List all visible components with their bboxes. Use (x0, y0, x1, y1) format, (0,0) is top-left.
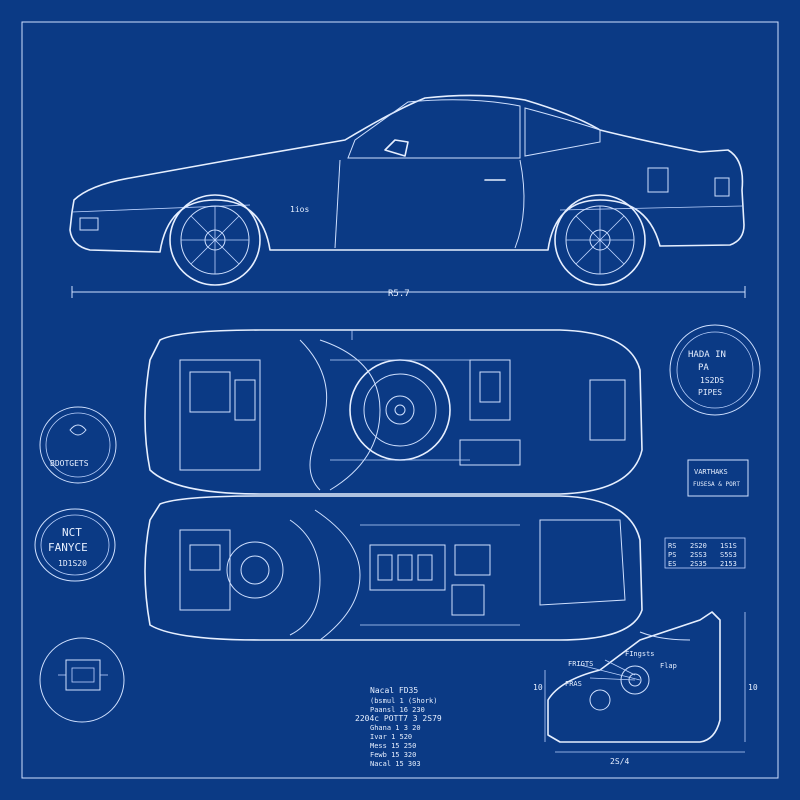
stamp-right-label (687, 459, 749, 497)
stamp-tr-line3: 1S2DS (700, 376, 724, 385)
stamp-tr-line2: PA (698, 363, 709, 373)
engine-label-2: FIngsts (625, 650, 655, 658)
engine-label-1: FRIGTS (568, 660, 593, 668)
engine-dim-right: 10 (748, 683, 758, 692)
engine-dim-left: 10 (533, 683, 543, 692)
spec-row-2-c1: PS (668, 551, 676, 559)
engine-detail-drawing (544, 611, 746, 753)
stamp-oval-line2: FANYCE (48, 541, 88, 554)
spec-row-1-c2: 2S20 (690, 542, 707, 550)
stamp-tr-line4: PIPES (698, 388, 722, 397)
spec-table (664, 537, 746, 569)
spec-row-2-c2: 2SS3 (690, 551, 707, 559)
note-line-4: 2204c POTT7 3 2S79 (355, 714, 442, 723)
component-detail-circle (39, 637, 125, 723)
car-top-view-upper (144, 329, 643, 495)
car-top-view-lower (144, 495, 643, 641)
engine-dim-bottom: 2S/4 (610, 757, 629, 766)
note-line-3: Paansl 16 230 (370, 706, 425, 714)
spec-row-1-c1: RS (668, 542, 676, 550)
stamp-tr-line1: HADA IN (688, 350, 726, 360)
right-label-line2: FUSESA & PORT (693, 481, 740, 488)
stamp-left-round (39, 406, 117, 484)
spec-row-1-c3: 1S1S (720, 542, 737, 550)
note-line-5: Ghana 1 3 20 (370, 724, 421, 732)
engine-label-3: FRAS (565, 680, 582, 688)
right-label-line1: VARTHAKS (694, 468, 728, 476)
stamp-oval-line3: 1D1S20 (58, 559, 87, 568)
car-side-view (69, 94, 746, 298)
note-line-8: Fewb 15 320 (370, 751, 416, 759)
stamp-top-right (669, 324, 761, 416)
note-line-6: Ivar 1 520 (370, 733, 412, 741)
stamp-oval-line1: NCT (62, 526, 82, 539)
engine-label-4: Flap (660, 662, 677, 670)
note-line-2: (bsmul 1 (Shork) (370, 697, 437, 705)
spec-row-2-c3: S5S3 (720, 551, 737, 559)
stamp-left-oval (34, 508, 116, 582)
stamp-left-round-text: BDOTGETS (50, 459, 89, 468)
spec-row-3-c2: 2S35 (690, 560, 707, 568)
spec-row-3-c1: ES (668, 560, 676, 568)
side-dimension-label: R5.7 (388, 289, 410, 299)
spec-row-3-c3: 2153 (720, 560, 737, 568)
note-line-1: Nacal FD35 (370, 686, 418, 695)
side-badge: 1ios (290, 205, 309, 214)
note-line-9: Nacal 15 303 (370, 760, 421, 768)
frame-border (21, 21, 779, 779)
note-line-7: Mess 15 250 (370, 742, 416, 750)
